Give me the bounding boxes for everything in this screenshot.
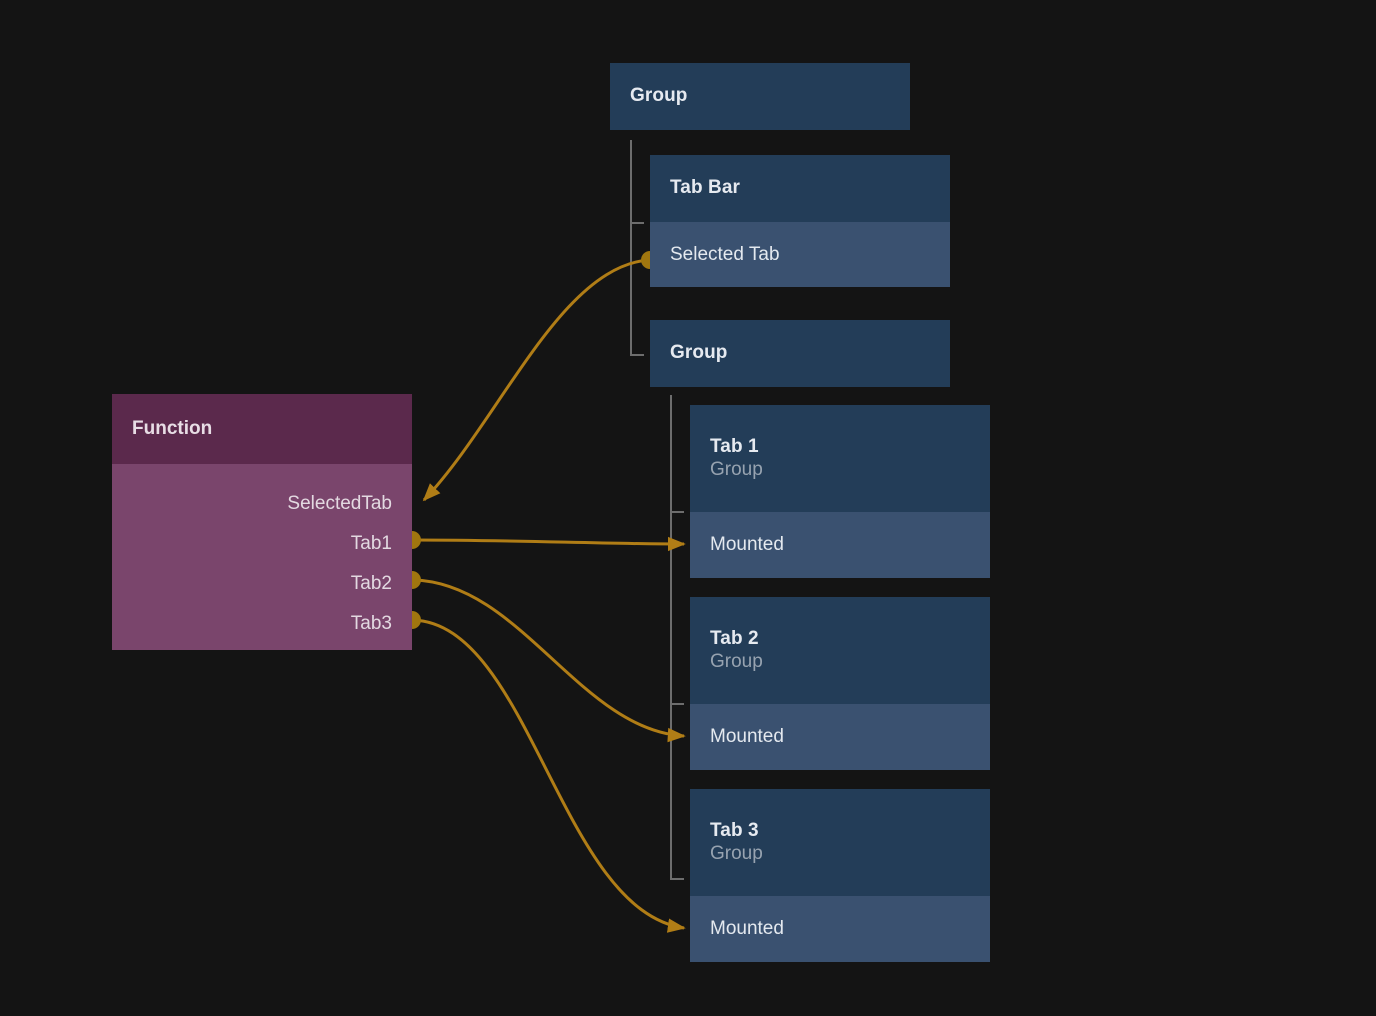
tree-guide-vertical-root [630,140,632,356]
wire-selectedtab [422,258,649,502]
node-tab-3-title: Tab 3 [710,820,759,842]
node-function-body: SelectedTab Tab1 Tab2 Tab3 [112,464,412,650]
node-tab-bar-title: Tab Bar [670,177,741,199]
node-tab-2-row-label: Mounted [710,726,784,747]
node-tab-3[interactable]: Tab 3 Group Mounted [690,789,990,962]
node-tab-bar-row-selected-tab[interactable]: Selected Tab [650,222,950,287]
node-tab-1-title: Tab 1 [710,436,759,458]
tree-guide-branch-tab3 [670,878,684,880]
node-tab-1-subtitle: Group [710,458,763,480]
node-tab-1-header[interactable]: Tab 1 Group [690,405,990,512]
pin-row-selectedtab[interactable]: SelectedTab [112,484,412,524]
pin-label-tab1: Tab1 [350,533,392,554]
pin-label-tab2: Tab2 [350,573,392,594]
pin-label-tab3: Tab3 [350,613,392,634]
node-tab-1-row-label: Mounted [710,534,784,555]
node-tab-1-row-mounted[interactable]: Mounted [690,512,990,578]
node-tab-2-subtitle: Group [710,650,763,672]
node-tab-2[interactable]: Tab 2 Group Mounted [690,597,990,770]
node-tab-3-subtitle: Group [710,842,763,864]
node-function-header[interactable]: Function [112,394,412,464]
node-root-group-header[interactable]: Group [610,63,910,130]
node-child-group-title: Group [670,342,728,364]
node-tab-3-row-label: Mounted [710,918,784,939]
tree-guide-vertical-tabs [670,395,672,879]
tree-guide-branch-tabbar [630,222,644,224]
wire-tab1 [412,536,686,552]
wire-tab2 [412,578,686,743]
pin-row-tab1[interactable]: Tab1 [112,524,412,564]
node-tab-bar[interactable]: Tab Bar Selected Tab [650,155,950,287]
pin-row-tab3[interactable]: Tab3 [112,604,412,644]
pin-label-selectedtab: SelectedTab [287,493,392,514]
node-tab-1[interactable]: Tab 1 Group Mounted [690,405,990,578]
node-tab-2-header[interactable]: Tab 2 Group [690,597,990,704]
node-tab-2-title: Tab 2 [710,628,759,650]
tree-guide-branch-tab2 [670,703,684,705]
node-function[interactable]: Function SelectedTab Tab1 Tab2 Tab3 [112,394,412,650]
node-child-group-header[interactable]: Group [650,320,950,387]
node-tab-bar-row-label: Selected Tab [670,243,780,265]
pin-row-tab2[interactable]: Tab2 [112,564,412,604]
node-tab-bar-header[interactable]: Tab Bar [650,155,950,222]
node-function-title: Function [132,418,213,439]
tree-guide-branch-tab1 [670,511,684,513]
node-root-group-title: Group [630,85,688,107]
wire-tab3 [412,618,686,933]
tree-guide-branch-childgroup [630,354,644,356]
node-tab-2-row-mounted[interactable]: Mounted [690,704,990,770]
node-root-group[interactable]: Group [610,63,910,130]
node-child-group[interactable]: Group [650,320,950,387]
node-tab-3-row-mounted[interactable]: Mounted [690,896,990,962]
node-tab-3-header[interactable]: Tab 3 Group [690,789,990,896]
